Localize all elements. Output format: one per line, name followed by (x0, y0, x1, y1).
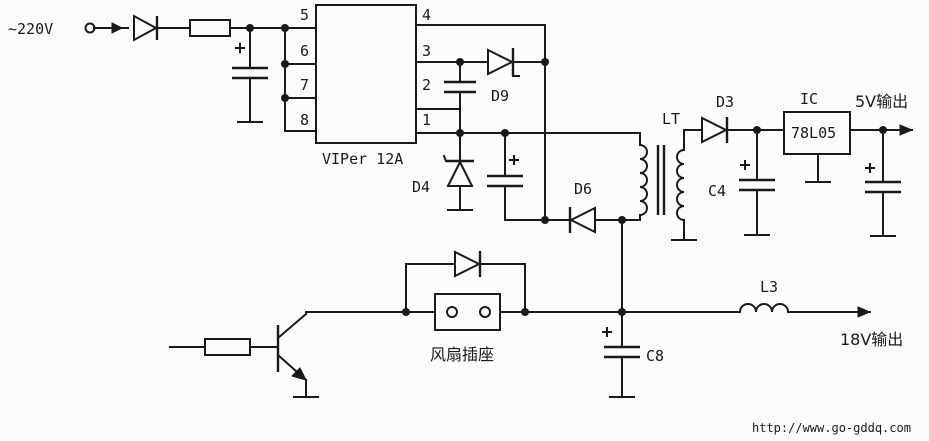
base-resistor (169, 338, 279, 356)
input-rectifier-diode (133, 14, 191, 42)
ic-label: IC (800, 90, 818, 108)
left-pin-bus (281, 24, 317, 132)
input-terminal (84, 22, 129, 34)
viper12a-chip (315, 4, 417, 144)
l3-label: L3 (760, 278, 778, 296)
fan-socket (405, 293, 526, 331)
output-5v-capacitor (865, 129, 901, 237)
output-5v-label: 5V输出 (855, 92, 908, 111)
viper12a-label: VIPer 12A (322, 150, 403, 168)
drive-transistor (276, 311, 407, 398)
d4-filter-capacitor (487, 132, 571, 224)
output-18v-label: 18V输出 (840, 330, 903, 349)
right-pin-wiring (415, 24, 641, 221)
pin-6-label: 6 (300, 42, 309, 60)
d6-label: D6 (574, 180, 592, 198)
lt-label: LT (662, 110, 680, 128)
fan-socket-label: 风扇插座 (430, 345, 494, 364)
transformer-lt (638, 129, 697, 241)
pin-8-label: 8 (300, 111, 309, 129)
pin-4-label: 4 (422, 6, 431, 24)
input-voltage-label: ~220V (8, 20, 53, 38)
fan-flyback-diode (402, 250, 529, 316)
main-18v-rail (524, 219, 741, 316)
input-resistor (189, 19, 317, 37)
c8-label: C8 (646, 347, 664, 365)
c4-label: C4 (708, 182, 726, 200)
source-url: http://www.go-gddq.com (752, 421, 911, 435)
input-filter-capacitor (232, 27, 268, 123)
pin-2-label: 2 (422, 76, 431, 94)
pin-5-label: 5 (300, 6, 309, 24)
pin2-capacitor (444, 61, 476, 134)
pin-1-label: 1 (422, 111, 431, 129)
diode-d3 (683, 116, 785, 144)
capacitor-c4 (739, 129, 775, 236)
regulator-label: 78L05 (791, 124, 836, 142)
d9-label: D9 (491, 87, 509, 105)
pin-3-label: 3 (422, 42, 431, 60)
pin-7-label: 7 (300, 76, 309, 94)
regulator-78l05 (783, 111, 914, 183)
zener-d4 (442, 132, 474, 211)
d4-label: D4 (412, 178, 430, 196)
capacitor-c8 (602, 311, 640, 398)
diode-d9 (487, 48, 549, 77)
diode-d6 (568, 206, 641, 234)
inductor-l3 (738, 303, 872, 318)
d3-label: D3 (716, 93, 734, 111)
